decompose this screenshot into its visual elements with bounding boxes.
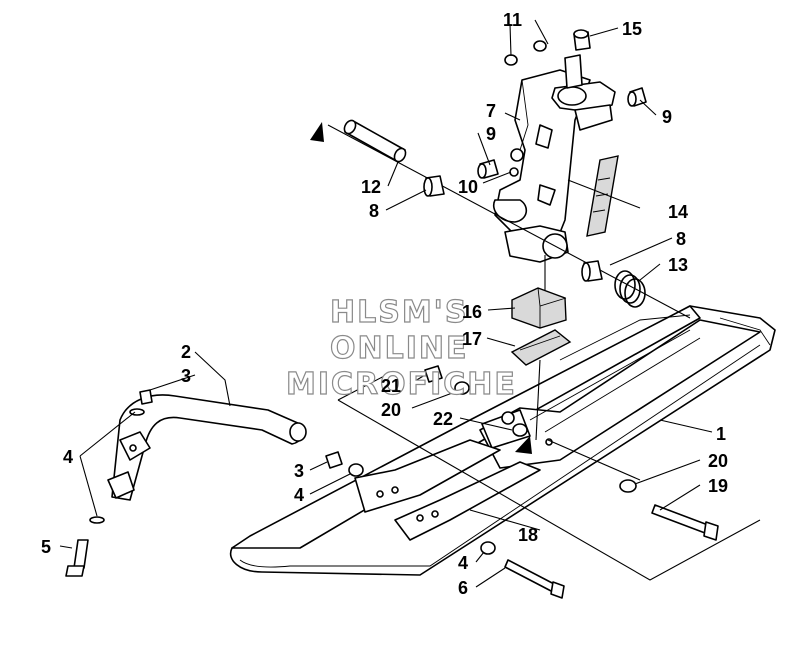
callout-8-right: 8 (676, 229, 686, 249)
callout-22: 22 (433, 409, 453, 429)
leader-14 (567, 179, 641, 209)
callout-4-handle: 4 (63, 447, 73, 467)
callout-20-upper: 20 (381, 400, 401, 420)
leader-lines (59, 19, 713, 588)
fitting-part-10 (509, 167, 519, 177)
leader-19-axis (547, 439, 641, 481)
callout-21: 21 (381, 376, 401, 396)
tube-part-12 (343, 119, 407, 163)
axle-arrow-upper (310, 122, 324, 142)
washer-part-4-handle-lower (89, 516, 105, 524)
callout-7: 7 (486, 101, 496, 121)
washer-part-4-ski (348, 463, 364, 477)
cap-part-15 (573, 29, 591, 51)
callout-11: 11 (503, 10, 522, 30)
spring-part-13 (614, 270, 646, 308)
leader-18-axis (337, 371, 393, 401)
callout-5: 5 (41, 537, 51, 557)
callout-12: 12 (361, 177, 381, 197)
callout-16: 16 (462, 302, 482, 322)
handle-part-2 (107, 394, 307, 501)
bolt-part-6 (504, 559, 565, 599)
watermark: HLSM'S ONLINE MICROFICHE (285, 294, 517, 402)
callout-9-right: 9 (662, 107, 672, 127)
watermark-line-1: HLSM'S (330, 295, 468, 330)
callouts: 11 15 7 9 9 10 12 8 14 8 13 16 17 2 3 21… (41, 10, 728, 598)
callout-19: 19 (708, 476, 728, 496)
nut-part-21 (424, 365, 443, 383)
bushing-part-9-left (477, 159, 499, 179)
bracket-outline-18 (337, 399, 761, 581)
callout-3-ski: 3 (294, 461, 304, 481)
callout-14: 14 (668, 202, 688, 222)
callout-17: 17 (462, 329, 482, 349)
bolt-part-5 (65, 539, 89, 577)
decal-part-14 (586, 155, 619, 237)
spindle-centerline-lower (535, 359, 541, 441)
callout-3-handle: 3 (181, 366, 191, 386)
callout-20-lower: 20 (708, 451, 728, 471)
callout-8-left: 8 (369, 201, 379, 221)
plate-part-17 (510, 329, 572, 366)
washer-part-11a (533, 40, 547, 52)
washer-part-22 (512, 423, 528, 437)
callout-18: 18 (518, 525, 538, 545)
callout-6: 6 (458, 578, 468, 598)
nut-part-3-ski (325, 451, 343, 469)
callout-2: 2 (181, 342, 191, 362)
washer-part-20-upper (454, 381, 470, 395)
washer-part-20-lower (619, 479, 637, 493)
bushing-part-8-right (581, 260, 603, 282)
watermark-line-2: ONLINE (330, 331, 469, 366)
callout-1: 1 (716, 424, 726, 444)
callout-10: 10 (458, 177, 478, 197)
nut-part-3-handle (139, 389, 153, 405)
axle-centerline (327, 124, 691, 319)
washer-part-11b (504, 54, 518, 66)
callout-13: 13 (668, 255, 688, 275)
bumper-part-16 (511, 287, 567, 329)
bolt-part-19 (651, 504, 719, 541)
axle-arrow-lower (515, 436, 532, 454)
spindle-part-7 (493, 54, 616, 263)
callout-4-lower: 4 (458, 553, 468, 573)
callout-4-ski: 4 (294, 485, 304, 505)
callout-15: 15 (622, 19, 642, 39)
washer-part-4-lower (480, 541, 496, 555)
bushing-part-8-left (423, 175, 445, 197)
callout-9-left: 9 (486, 124, 496, 144)
watermark-line-3: MICROFICHE (286, 367, 517, 402)
